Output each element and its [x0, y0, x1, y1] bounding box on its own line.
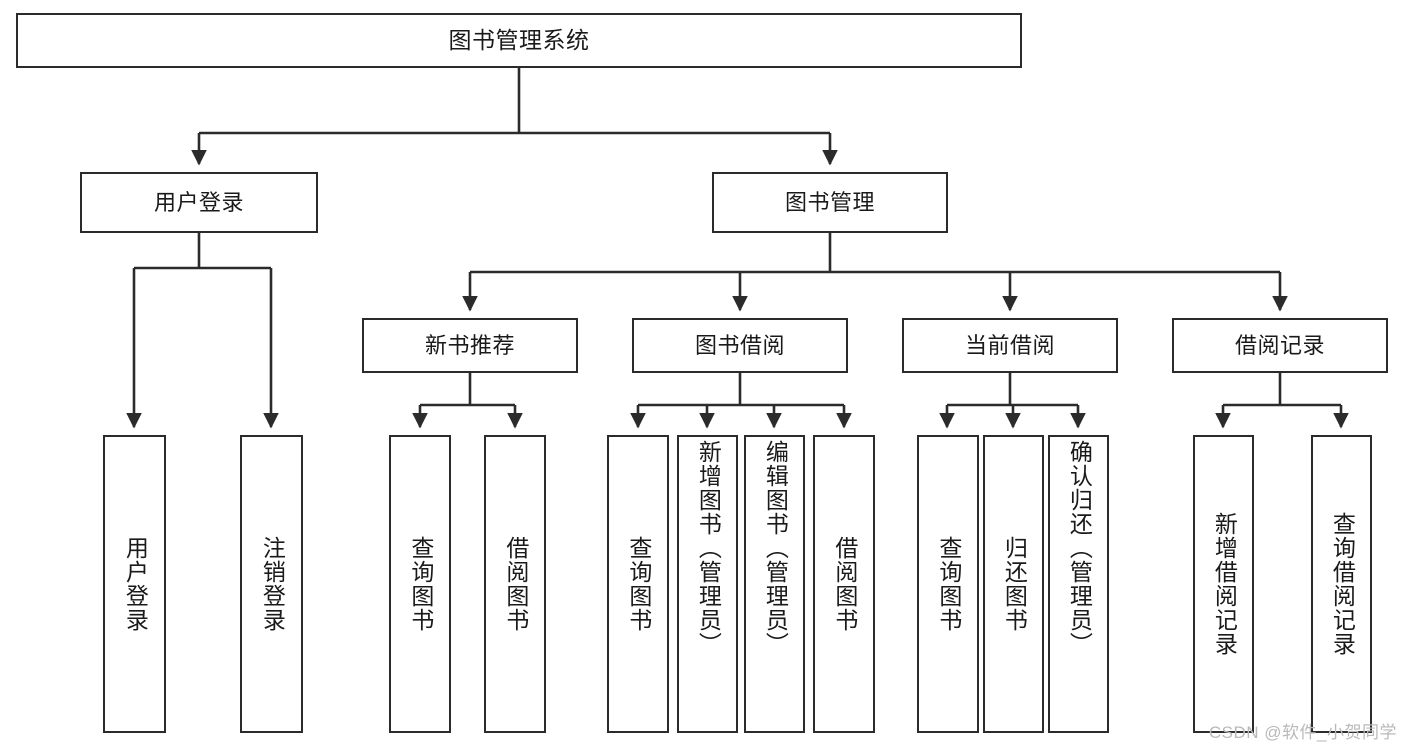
node-leaf-query-book-2-label: 查询图书 [625, 536, 652, 632]
node-book-manage-label: 图书管理 [784, 189, 875, 215]
node-borrow-record-label: 借阅记录 [1234, 332, 1325, 358]
node-leaf-return-book[interactable]: 归还图书 [983, 435, 1044, 733]
node-leaf-add-book[interactable]: 新增图书（管理员） [677, 435, 738, 733]
node-leaf-query-book-3[interactable]: 查询图书 [917, 435, 979, 733]
node-book-borrow[interactable]: 图书借阅 [632, 318, 848, 373]
node-current-borrow[interactable]: 当前借阅 [902, 318, 1118, 373]
node-leaf-borrow-book-1-label: 借阅图书 [502, 536, 529, 632]
node-leaf-query-book-1[interactable]: 查询图书 [389, 435, 451, 733]
node-current-borrow-label: 当前借阅 [964, 332, 1055, 358]
node-leaf-user-logout-label: 注销登录 [259, 536, 286, 632]
node-leaf-user-login-label: 用户登录 [122, 536, 149, 632]
node-leaf-add-book-label: 新增图书（管理员） [695, 440, 722, 656]
node-leaf-add-record-label: 新增借阅记录 [1211, 512, 1238, 656]
node-leaf-borrow-book-2[interactable]: 借阅图书 [813, 435, 875, 733]
node-leaf-query-book-1-label: 查询图书 [407, 536, 434, 632]
node-user-login[interactable]: 用户登录 [80, 172, 318, 233]
node-leaf-add-record[interactable]: 新增借阅记录 [1193, 435, 1254, 733]
node-leaf-borrow-book-2-label: 借阅图书 [831, 536, 858, 632]
node-leaf-confirm-return-label: 确认归还（管理员） [1066, 440, 1093, 656]
node-leaf-edit-book[interactable]: 编辑图书（管理员） [744, 435, 805, 733]
node-borrow-record[interactable]: 借阅记录 [1172, 318, 1388, 373]
node-leaf-query-record[interactable]: 查询借阅记录 [1311, 435, 1372, 733]
node-new-book-recommend[interactable]: 新书推荐 [362, 318, 578, 373]
node-root-label: 图书管理系统 [448, 27, 590, 54]
node-leaf-user-logout[interactable]: 注销登录 [240, 435, 303, 733]
node-leaf-query-record-label: 查询借阅记录 [1329, 512, 1356, 656]
node-book-manage[interactable]: 图书管理 [712, 172, 948, 233]
node-leaf-query-book-2[interactable]: 查询图书 [607, 435, 669, 733]
node-root[interactable]: 图书管理系统 [16, 13, 1022, 68]
node-leaf-edit-book-label: 编辑图书（管理员） [762, 440, 789, 656]
node-new-book-recommend-label: 新书推荐 [424, 332, 515, 358]
node-leaf-return-book-label: 归还图书 [1001, 536, 1028, 632]
node-leaf-borrow-book-1[interactable]: 借阅图书 [484, 435, 546, 733]
node-user-login-label: 用户登录 [153, 189, 244, 215]
node-leaf-query-book-3-label: 查询图书 [935, 536, 962, 632]
node-leaf-confirm-return[interactable]: 确认归还（管理员） [1048, 435, 1109, 733]
node-book-borrow-label: 图书借阅 [694, 332, 785, 358]
node-leaf-user-login[interactable]: 用户登录 [103, 435, 166, 733]
